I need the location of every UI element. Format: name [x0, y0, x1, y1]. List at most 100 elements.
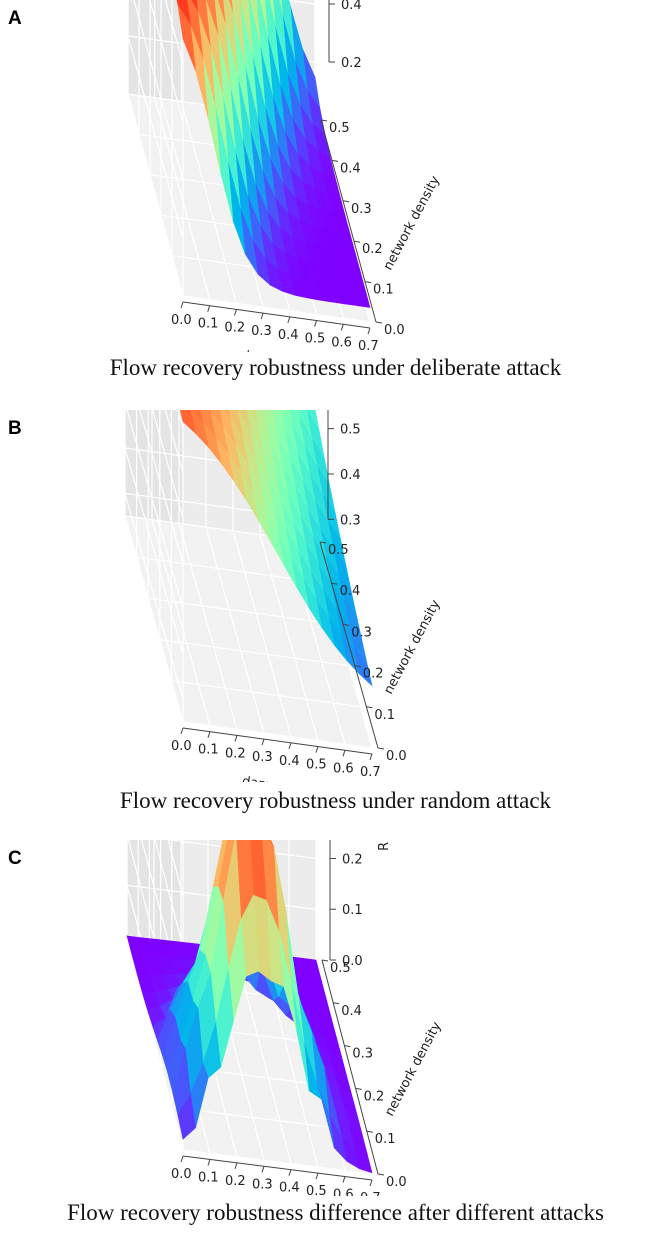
- z-tick-label: 0.0: [342, 954, 363, 969]
- x-tick: [207, 305, 211, 312]
- x-axis-line: [182, 727, 373, 755]
- y-tick-label: 0.2: [362, 242, 383, 257]
- x-tick-label: 0.3: [252, 750, 273, 765]
- z-tick-label: 0.4: [341, 0, 362, 13]
- x-tick-label: 0.1: [198, 743, 219, 758]
- x-axis-label: damage rate: [240, 348, 325, 352]
- grid-line: [159, 639, 349, 667]
- z-tick-label: 0.5: [340, 423, 361, 438]
- grid-line: [154, 840, 184, 948]
- panel-c: C 0.00.10.20.30.40.50.60.70.00.10.20.30.…: [0, 840, 671, 1243]
- y-axis-line: [321, 959, 379, 1175]
- x-tick-label: 0.7: [360, 1191, 381, 1196]
- x-tick: [233, 309, 237, 316]
- y-tick: [342, 200, 350, 203]
- grid-line: [182, 1149, 373, 1175]
- z-tick-label: 0.1: [342, 903, 363, 918]
- grid-line: [205, 526, 265, 734]
- z-axis-label: R difference: [377, 840, 392, 851]
- panel-letter: B: [8, 418, 22, 439]
- x-tick-label: 0.5: [306, 1184, 327, 1196]
- x-tick: [367, 327, 371, 335]
- grid-line: [151, 519, 211, 726]
- x-tick: [287, 316, 291, 324]
- x-tick: [207, 1159, 211, 1166]
- panel-letter: A: [8, 8, 22, 29]
- x-tick-label: 0.0: [171, 1167, 192, 1182]
- x-tick-label: 0.1: [198, 317, 219, 332]
- y-tick: [331, 582, 338, 585]
- x-tick: [234, 735, 238, 742]
- y-axis-line: [320, 119, 377, 323]
- x-tick: [315, 1172, 319, 1180]
- grid-line: [149, 0, 184, 123]
- grid-line: [148, 597, 338, 625]
- z-tick-label: 0.3: [340, 513, 361, 528]
- y-tick-label: 0.4: [340, 584, 361, 599]
- z-tick-label: 0.2: [341, 56, 362, 71]
- x-tick: [342, 1176, 346, 1183]
- surface-plot: 0.00.10.20.30.40.50.60.70.00.10.20.30.40…: [126, 840, 445, 1196]
- x-tick-label: 0.0: [171, 313, 192, 328]
- x-tick: [207, 731, 211, 738]
- figure-caption: Flow recovery robustness under deliberat…: [109, 355, 562, 380]
- y-tick: [319, 541, 327, 544]
- y-tick: [364, 281, 372, 284]
- x-tick-label: 0.7: [358, 339, 379, 352]
- grid-line: [171, 680, 361, 708]
- x-tick-label: 0.5: [305, 332, 326, 347]
- x-tick-label: 0.6: [331, 335, 352, 350]
- x-axis-label: damage rate: [241, 774, 326, 782]
- y-tick-label: 0.1: [375, 1132, 396, 1147]
- x-tick-label: 0.4: [278, 328, 299, 343]
- y-tick: [333, 1002, 340, 1005]
- grid-line: [139, 410, 184, 564]
- y-tick-label: 0.1: [373, 283, 394, 298]
- x-tick: [180, 1155, 184, 1163]
- surface-facet: [177, 5, 196, 71]
- y-tick-label: 0.4: [341, 1004, 362, 1019]
- x-tick-label: 0.2: [225, 1174, 246, 1189]
- x-tick: [314, 320, 318, 327]
- y-tick: [321, 959, 329, 962]
- y-tick: [377, 747, 385, 750]
- x-tick: [369, 1179, 373, 1187]
- y-axis-label: network density: [381, 173, 443, 273]
- grid-line: [133, 0, 316, 181]
- z-tick-label: 0.2: [342, 852, 363, 867]
- y-tick-label: 0.0: [386, 749, 407, 764]
- y-tick-label: 0.0: [386, 1175, 407, 1190]
- figure-caption: Flow recovery robustness difference afte…: [67, 1200, 604, 1225]
- y-tick-label: 0.3: [351, 625, 372, 640]
- y-tick: [354, 665, 361, 668]
- y-axis-label: network density: [382, 1019, 444, 1119]
- grid-line: [180, 101, 238, 304]
- x-tick: [342, 750, 346, 757]
- x-tick: [340, 324, 344, 331]
- x-tick: [180, 301, 184, 309]
- y-tick: [377, 1173, 385, 1176]
- x-tick-label: 0.2: [225, 746, 246, 761]
- x-tick: [260, 312, 264, 320]
- grid-line: [127, 93, 184, 297]
- x-tick-label: 0.7: [360, 765, 381, 780]
- y-tick-label: 0.3: [352, 1047, 373, 1062]
- x-tick: [288, 1169, 292, 1176]
- x-tick: [369, 753, 373, 761]
- y-tick-label: 0.2: [363, 667, 384, 682]
- y-tick: [331, 159, 339, 162]
- x-tick: [234, 1162, 238, 1170]
- y-axis-line: [319, 541, 379, 749]
- y-tick: [366, 706, 373, 709]
- grid-line: [124, 515, 184, 723]
- y-tick-label: 0.0: [384, 323, 405, 338]
- grid-line: [151, 410, 184, 519]
- grid-line: [178, 523, 238, 730]
- x-tick-label: 0.4: [279, 754, 300, 769]
- x-tick-label: 0.6: [333, 761, 354, 776]
- y-tick: [353, 240, 361, 243]
- x-tick-label: 0.2: [224, 320, 245, 335]
- x-tick: [315, 746, 319, 753]
